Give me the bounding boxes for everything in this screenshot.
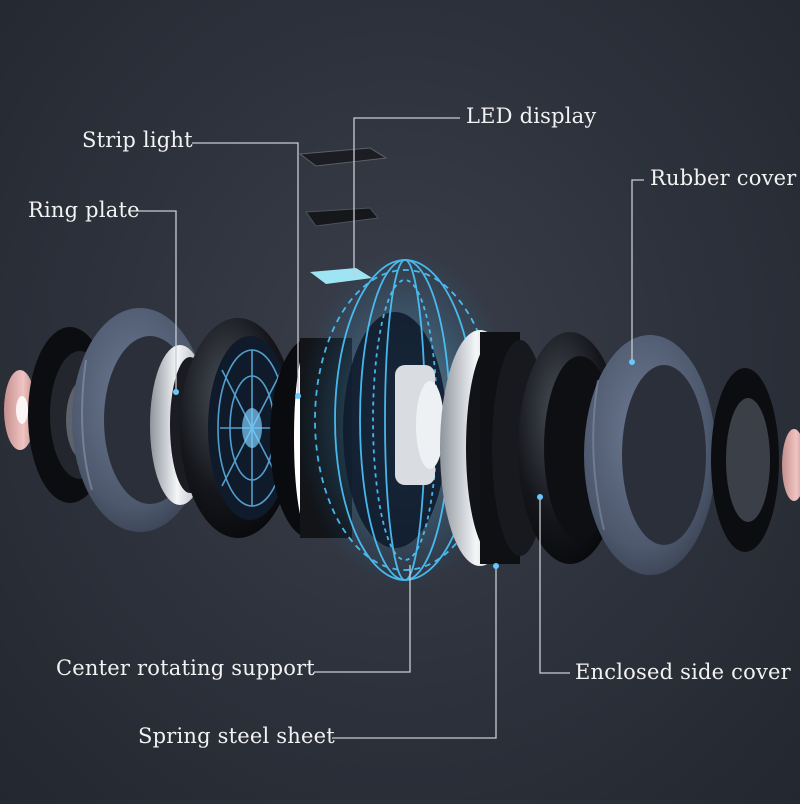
leader-rubber-cover [631,179,644,362]
label-led-display: LED display [466,104,597,128]
leader-enclosed-cover [539,497,570,674]
leader-ring-plate [138,210,177,392]
right-rubber-cover [584,335,716,575]
right-end-cap [782,429,800,501]
left-end-cap [4,370,36,450]
label-rubber-cover: Rubber cover [650,166,797,190]
led-display-stack [298,147,388,284]
right-flange [711,368,779,552]
leader-lines [138,117,644,739]
leader-spring-steel [332,566,497,739]
label-center-rotating-support: Center rotating support [56,656,315,680]
label-enclosed-side-cover: Enclosed side cover [575,660,791,684]
leader-endpoints [173,359,635,569]
leader-center-support [314,565,411,673]
label-strip-light: Strip light [82,128,193,152]
leader-led-display [353,117,460,276]
label-ring-plate: Ring plate [28,198,140,222]
leader-strip-light [192,142,299,396]
label-spring-steel-sheet: Spring steel sheet [138,724,335,748]
